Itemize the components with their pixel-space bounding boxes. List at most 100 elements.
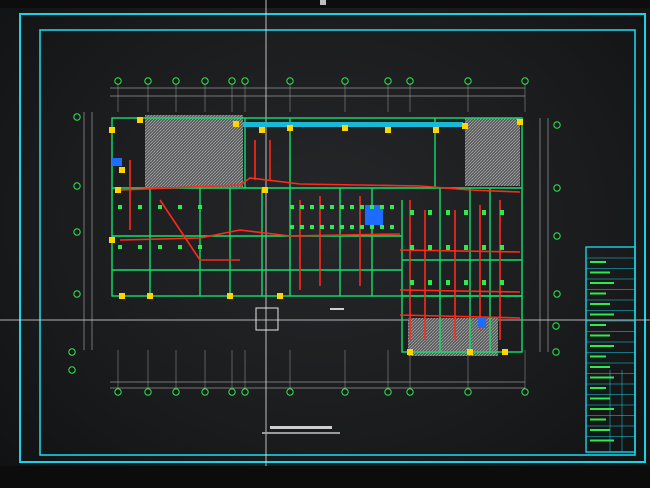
grid-bubble-bottom bbox=[241, 388, 249, 396]
fixture-symbol bbox=[433, 127, 439, 133]
sanitary-fixture bbox=[138, 245, 142, 249]
fixture-symbols bbox=[109, 117, 523, 355]
grid-bubble-top bbox=[114, 77, 122, 85]
title-block-row bbox=[590, 397, 610, 400]
sanitary-fixture bbox=[320, 205, 324, 209]
sanitary-fixture bbox=[500, 280, 504, 285]
sanitary-fixture bbox=[446, 245, 450, 250]
sanitary-fixture bbox=[482, 245, 486, 250]
fixture-symbol bbox=[227, 293, 233, 299]
sanitary-fixture bbox=[370, 225, 374, 229]
sanitary-fixture bbox=[428, 210, 432, 215]
sanitary-fixture bbox=[340, 205, 344, 209]
grid-bubble-right bbox=[553, 232, 561, 240]
sanitary-fixture bbox=[428, 245, 432, 250]
sanitary-fixture bbox=[118, 245, 122, 249]
sanitary-fixture bbox=[410, 245, 414, 250]
grid-bubble-top bbox=[144, 77, 152, 85]
fixture-symbol bbox=[119, 293, 125, 299]
sanitary-fixture bbox=[138, 205, 142, 209]
title-block-row bbox=[590, 324, 606, 326]
grid-bubble-top bbox=[521, 77, 529, 85]
sanitary-fixture bbox=[340, 225, 344, 229]
sanitary-fixture bbox=[500, 210, 504, 215]
fixture-symbol bbox=[407, 349, 413, 355]
fixture-symbol bbox=[259, 127, 265, 133]
fixture-symbol bbox=[517, 119, 523, 125]
grid-bubble-bottom bbox=[521, 388, 529, 396]
sanitary-fixture bbox=[330, 225, 334, 229]
sanitary-fixture bbox=[158, 205, 162, 209]
grid-bubble-top bbox=[341, 77, 349, 85]
grid-bubble-bottom bbox=[341, 388, 349, 396]
sanitary-fixture bbox=[290, 225, 294, 229]
title-block-row bbox=[590, 345, 614, 347]
monitor-bezel-bottom bbox=[0, 466, 650, 488]
title-block-row bbox=[590, 355, 606, 358]
grid-bubble-top bbox=[201, 77, 209, 85]
grid-bubble-left bbox=[68, 366, 76, 374]
fixture-symbol bbox=[467, 349, 473, 355]
sanitary-fixture bbox=[158, 245, 162, 249]
title-block-row bbox=[590, 292, 606, 295]
equipment-blocks bbox=[112, 158, 486, 328]
top-dimensions bbox=[110, 87, 525, 97]
grid-bubble-top bbox=[172, 77, 180, 85]
sanitary-fixture bbox=[310, 225, 314, 229]
grid-bubbles bbox=[68, 77, 561, 396]
grid-bubble-top bbox=[406, 77, 414, 85]
fixture-symbol bbox=[147, 293, 153, 299]
title-block-row bbox=[590, 271, 610, 274]
sanitary-fixture bbox=[198, 205, 202, 209]
sanitary-fixture bbox=[446, 280, 450, 285]
fixture-symbol bbox=[137, 117, 143, 123]
title-block-row bbox=[590, 376, 614, 379]
grid-bubble-left bbox=[73, 290, 81, 298]
title-block-row bbox=[590, 334, 610, 337]
fixture-symbol bbox=[109, 127, 115, 133]
grid-bubble-top bbox=[464, 77, 472, 85]
grid-bubble-left bbox=[73, 228, 81, 236]
grid-bubble-right bbox=[553, 121, 561, 129]
grid-bubble-right bbox=[552, 322, 560, 330]
grid-bubble-bottom bbox=[406, 388, 414, 396]
grid-bubble-top bbox=[384, 77, 392, 85]
sanitary-fixture bbox=[464, 210, 468, 215]
sanitary-fixture bbox=[310, 205, 314, 209]
fixture-symbol bbox=[233, 121, 239, 127]
grid-bubble-bottom bbox=[384, 388, 392, 396]
grid-bubble-left bbox=[68, 348, 76, 356]
sanitary-fixture bbox=[390, 205, 394, 209]
sanitary-fixture bbox=[300, 225, 304, 229]
fixture-symbol bbox=[385, 127, 391, 133]
sanitary-fixture bbox=[330, 205, 334, 209]
sanitary-fixture bbox=[300, 205, 304, 209]
sanitary-fixture bbox=[410, 210, 414, 215]
title-block[interactable] bbox=[585, 246, 636, 453]
sanitary-fixture bbox=[370, 205, 374, 209]
bottom-dimensions bbox=[110, 381, 525, 389]
fixture-symbol bbox=[462, 123, 468, 129]
fixture-symbol bbox=[502, 349, 508, 355]
grid-bubble-top bbox=[228, 77, 236, 85]
grid-bubble-right bbox=[553, 184, 561, 192]
outer-frame bbox=[19, 13, 646, 463]
grid-bubble-left bbox=[73, 182, 81, 190]
sanitary-fixture bbox=[482, 210, 486, 215]
grid-bubble-bottom bbox=[144, 388, 152, 396]
title-block-row bbox=[590, 261, 606, 263]
grid-bubble-bottom bbox=[114, 388, 122, 396]
title-block-row bbox=[590, 387, 606, 389]
sanitary-fixture bbox=[350, 205, 354, 209]
sanitary-fixture bbox=[380, 225, 384, 229]
sanitary-fixture bbox=[500, 245, 504, 250]
cursor-marker bbox=[320, 0, 326, 5]
plan-caption bbox=[262, 308, 344, 434]
sanitary-fixtures bbox=[118, 205, 504, 285]
fixture-symbol bbox=[277, 293, 283, 299]
corridor-band bbox=[243, 122, 463, 127]
grid-bubble-bottom bbox=[228, 388, 236, 396]
crosshair-pickbox bbox=[255, 307, 279, 331]
